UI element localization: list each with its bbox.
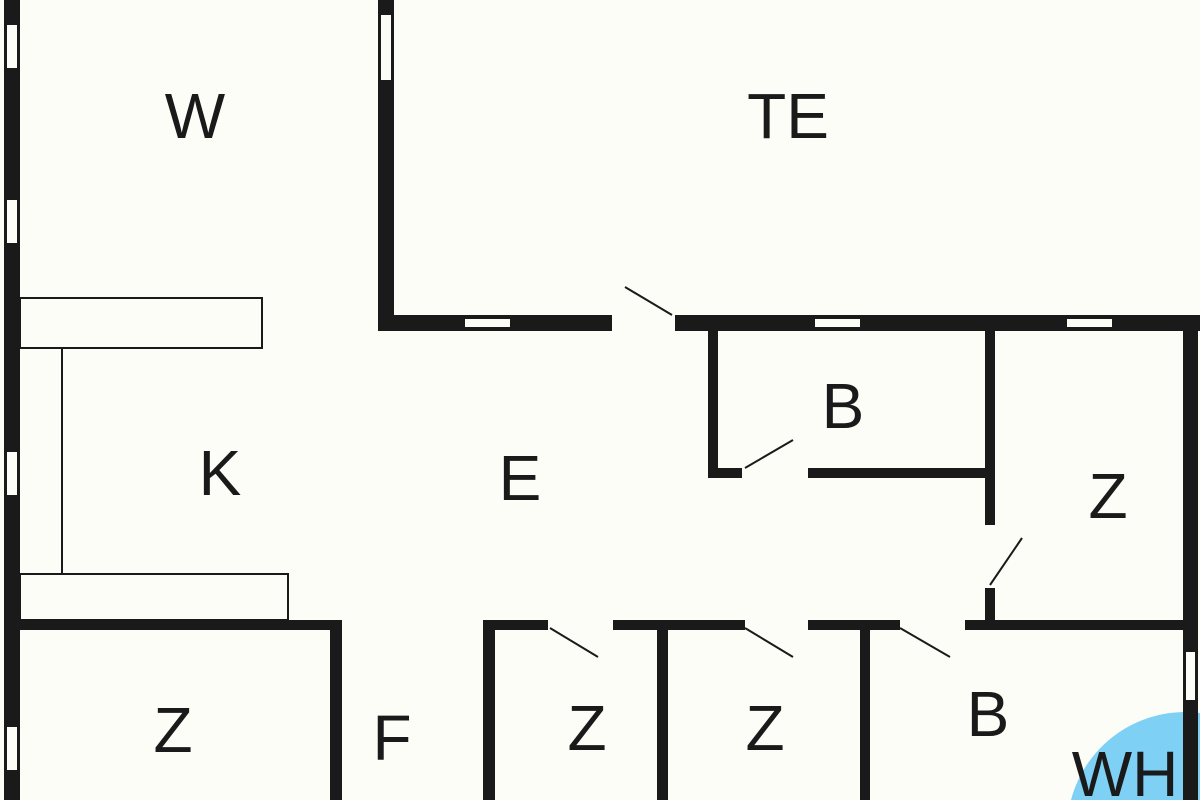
- room-label-z-mid1: Z: [567, 692, 606, 764]
- room-label-e: E: [499, 442, 542, 514]
- room-label-w: W: [165, 80, 226, 152]
- room-label-wh: WH: [1072, 738, 1179, 800]
- doors: [549, 286, 1023, 658]
- room-label-b-lower: B: [967, 678, 1010, 750]
- room-label-z-left: Z: [153, 694, 192, 766]
- windows: [7, 15, 1195, 770]
- room-labels: W TE B K E Z Z F Z Z B WH: [153, 80, 1178, 800]
- room-label-te: TE: [747, 80, 829, 152]
- room-label-k: K: [199, 437, 242, 509]
- room-label-f: F: [372, 702, 411, 774]
- whirlpool-area: [1071, 712, 1200, 800]
- room-label-b-upper: B: [822, 370, 865, 442]
- room-label-z-mid2: Z: [745, 692, 784, 764]
- kitchen-counters: [19, 297, 289, 621]
- room-label-z-right: Z: [1088, 460, 1127, 532]
